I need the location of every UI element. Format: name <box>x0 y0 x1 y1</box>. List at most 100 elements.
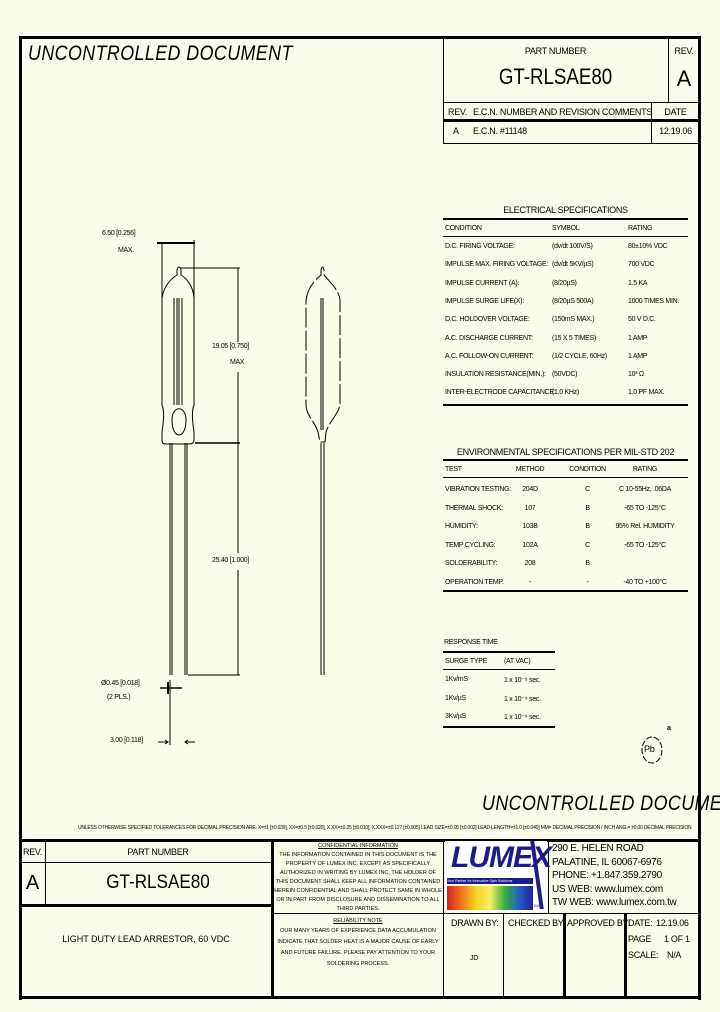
frame-left <box>19 36 22 1000</box>
environmental-cell: C <box>585 541 590 549</box>
electrical-cell: 1.5 KA <box>628 279 648 287</box>
electrical-cell: (8/20µS 500A) <box>552 297 594 305</box>
electrical-cell: IMPULSE MAX. FIRING VOLTAGE: <box>445 261 548 269</box>
response-header: (AT VAC) <box>504 658 531 665</box>
approved-by-label: APPROVED BY: <box>567 918 630 928</box>
environmental-cell: - <box>528 579 532 586</box>
address-line: US WEB: www.lumex.com <box>552 883 663 895</box>
divider <box>651 102 652 144</box>
uncontrolled-watermark-bottom: UNCONTROLLED DOCUMENT <box>482 792 720 815</box>
dim-body-note: MAX <box>230 359 245 366</box>
environmental-cell: SOLDERABILITY: <box>445 560 498 568</box>
electrical-cell: 700 VDC <box>628 261 655 269</box>
electrical-cell: IMPULSE SURGE LIFE(X): <box>445 297 524 305</box>
electrical-cell: A.C. DISCHARGE CURRENT: <box>445 334 533 342</box>
environmental-cell: B <box>585 504 590 512</box>
part-number-label: PART NUMBER <box>524 46 587 56</box>
electrical-title: ELECTRICAL SPECIFICATIONS <box>503 205 628 215</box>
dim-lead-length: 25.40 [1.000] <box>212 557 249 564</box>
tolerance-note: UNLESS OTHERWISE SPECIFIED TOLERANCES FO… <box>78 825 692 831</box>
electrical-cell: 80±10% VDC <box>628 243 668 250</box>
environmental-cell: B <box>585 523 590 531</box>
divider <box>548 839 549 913</box>
environmental-header: CONDITION <box>569 466 606 473</box>
electrical-cell: (1/2 CYCLE, 60Hz) <box>552 352 607 360</box>
table-rule <box>443 477 688 478</box>
electrical-cell: 50 V D.C. <box>628 316 656 324</box>
electrical-cell: 1000 TIMES MIN. <box>628 297 680 305</box>
environmental-cell: - <box>586 579 589 586</box>
electrical-header: CONDITION <box>445 225 482 232</box>
environmental-cell: -65 TO -125°C <box>624 541 666 549</box>
tb-description: LIGHT DUTY LEAD ARRESTOR, 60 VDC <box>62 934 230 944</box>
environmental-cell: 103B <box>522 523 538 531</box>
logo-inc: INC. <box>534 903 542 908</box>
electrical-cell: D.C. FIRING VOLTAGE: <box>445 243 515 250</box>
date-label: DATE: <box>628 918 653 928</box>
divider <box>443 143 700 144</box>
divider <box>563 913 566 997</box>
environmental-header: TEST <box>445 466 462 473</box>
electrical-cell: (150mS MAX.) <box>552 316 595 324</box>
address-line: PALATINE, IL 60067-6976 <box>552 856 662 868</box>
environmental-cell: VIBRATION TESTING: <box>445 486 511 493</box>
table-rule <box>443 459 688 461</box>
divider <box>20 862 272 863</box>
response-cell: 3Kv/µS <box>445 713 466 720</box>
environmental-cell: 208 <box>524 560 536 568</box>
reliability-title: RELIABILITY NOTE <box>333 918 383 924</box>
dim-lead-diameter-note: (2 PLS.) <box>107 694 131 701</box>
environmental-cell: 102A <box>522 541 538 549</box>
dim-body-length: 19.05 [0.750] <box>212 343 249 350</box>
dim-lead-pitch: 3.00 [0.118] <box>110 737 143 744</box>
environmental-cell: -40 TO +100°C <box>623 579 667 586</box>
page-value: 1 OF 1 <box>664 934 690 944</box>
environmental-cell: TEMP CYCLING: <box>445 541 496 549</box>
ecn-col-header: E.C.N. NUMBER AND REVISION COMMENTS <box>473 107 653 117</box>
logo-tagline: Your Partner for Innovative Opto Solutio… <box>447 878 533 884</box>
divider <box>443 36 444 144</box>
electrical-cell: INSULATION RESISTANCE(MIN.): <box>445 371 546 379</box>
electrical-cell: 1 AMP <box>628 334 648 342</box>
checked-by-label: CHECKED BY: <box>508 918 566 928</box>
electrical-cell: INTER-ELECTRODE CAPACITANCE: <box>445 389 556 397</box>
part-number: GT-RLSAE80 <box>498 64 613 89</box>
frame-right <box>698 36 701 1000</box>
electrical-cell: (1.0 KHz) <box>552 389 579 397</box>
electrical-header: RATING <box>628 225 653 232</box>
address-line: PHONE: +1.847.359.2790 <box>552 870 662 881</box>
drawn-by: JD <box>470 955 478 962</box>
environmental-cell: -65 TO -125°C <box>624 504 666 512</box>
dim-width: 6.50 [0.256] <box>102 230 136 237</box>
electrical-cell: (dv/dt 100V/S) <box>552 243 593 250</box>
lumex-logo: LUMEX Your Partner for Innovative Opto S… <box>445 841 552 912</box>
table-rule <box>443 651 555 653</box>
environmental-cell: HUMIDITY: <box>445 523 478 531</box>
date-value: 12.19.06 <box>656 918 689 928</box>
electrical-cell: IMPULSE CURRENT (A): <box>445 279 519 287</box>
response-time-title: RESPONSE TIME <box>444 639 498 646</box>
divider <box>443 102 700 103</box>
response-cell: 1 x 10⁻⁹ sec. <box>504 677 541 684</box>
divider <box>624 913 627 997</box>
tb-rev-label: REV. <box>23 847 42 857</box>
environmental-cell: C 10-55Hz, .06DA <box>618 486 671 493</box>
reliability-text: OUR MANY YEARS OF EXPERIENCE DATA ACCUMU… <box>277 928 439 967</box>
divider <box>20 839 700 842</box>
tb-part-number: GT-RLSAE80 <box>106 872 210 893</box>
electrical-cell: (50VDC) <box>552 371 578 379</box>
electrical-cell: (dv/dt 5KV/µS) <box>552 261 594 269</box>
rev-row-ecn: E.C.N. #11148 <box>473 126 527 136</box>
environmental-header: METHOD <box>515 466 545 473</box>
electrical-header: SYMBOL <box>552 225 580 232</box>
page-label: PAGE <box>628 934 652 944</box>
pb-text: Pb <box>644 744 655 754</box>
response-header: SURGE TYPE <box>445 658 487 665</box>
environmental-cell: 95% Rel. HUMIDITY <box>615 523 675 531</box>
rev-value: A <box>676 66 692 91</box>
response-cell: 1 x 10⁻⁹ sec. <box>504 714 541 721</box>
electrical-cell: D.C. HOLDOVER VOLTAGE: <box>445 316 530 324</box>
table-rule <box>443 590 688 592</box>
response-cell: 1 x 10⁻⁹ sec. <box>504 695 541 703</box>
